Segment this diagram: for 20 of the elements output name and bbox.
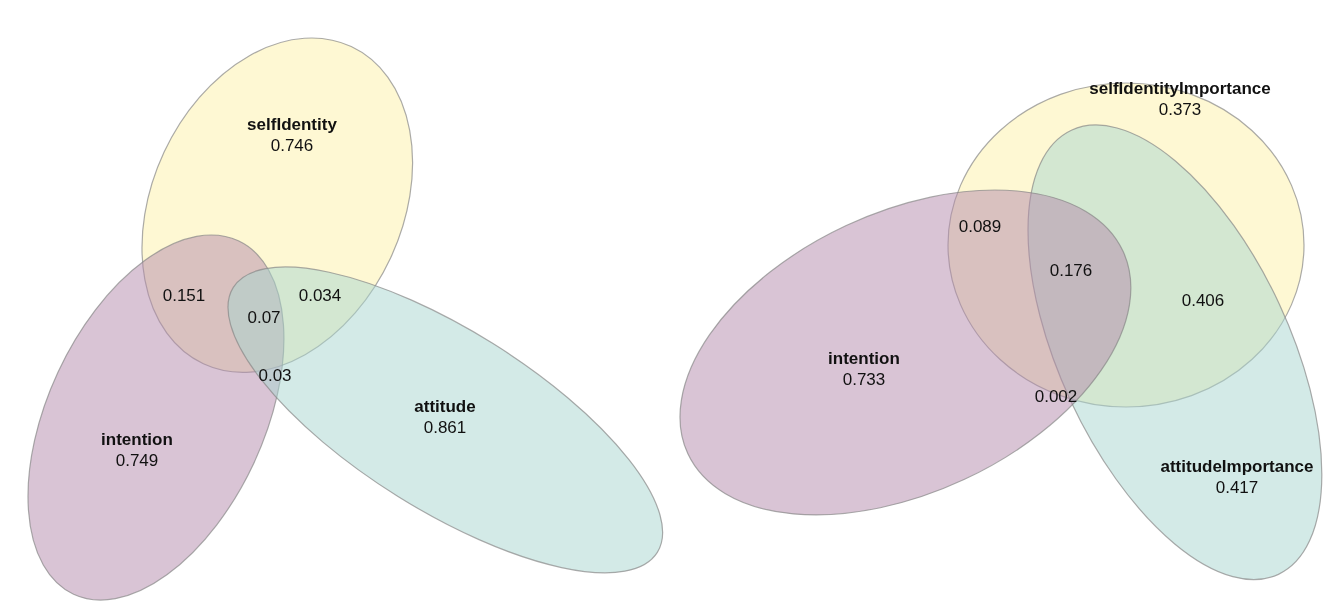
overlap-value: 0.406 [1181,291,1225,311]
overlap-value: 0.07 [247,308,281,328]
set-name: intention [828,348,900,369]
set-value: 0.749 [114,450,160,471]
set-value: 0.746 [269,135,315,156]
set-value: 0.861 [422,417,468,438]
set-name: selfIdentity [247,114,337,135]
set-value: 0.373 [1157,99,1203,120]
overlap-value: 0.176 [1049,261,1093,281]
set-value: 0.733 [841,369,887,390]
set-name: selfIdentityImportance [1089,78,1271,99]
overlap-value: 0.002 [1034,387,1078,407]
set-value: 0.417 [1214,477,1260,498]
overlap-value: 0.151 [162,286,206,306]
set-name: attitude [414,396,476,417]
overlap-value: 0.034 [298,286,342,306]
overlap-value: 0.089 [958,217,1002,237]
set-name: attitudeImportance [1160,456,1314,477]
overlap-value: 0.03 [258,366,292,386]
set-name: intention [101,429,173,450]
